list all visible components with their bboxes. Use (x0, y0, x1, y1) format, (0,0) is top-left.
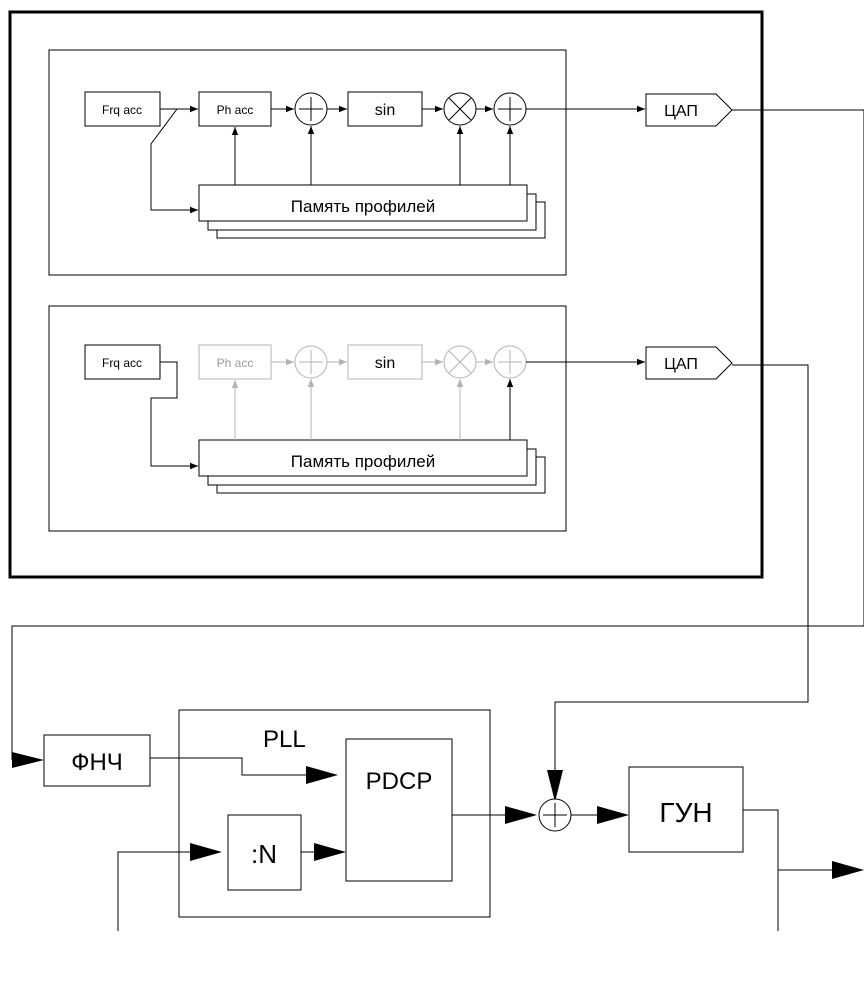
channel-2: Память профилей Frq acc Ph acc sin (48, 305, 733, 532)
channel-2-frame (48, 305, 567, 532)
frq-acc-block (84, 344, 161, 380)
pdcp-label: PDCP (366, 768, 433, 795)
adder-1 (294, 92, 328, 126)
multiplier (443, 92, 477, 126)
channel-1: Память профилей Frq acc Ph acc sin (48, 49, 733, 276)
frq-acc-label: Frq acc (102, 103, 142, 117)
summer (538, 798, 572, 832)
sin-label: sin (375, 102, 395, 119)
dac-block (645, 93, 733, 127)
pdcp-block (345, 738, 453, 882)
pll-title: PLL (263, 726, 306, 753)
profile-memory-label: Память профилей (291, 197, 435, 216)
profile-memory-block (198, 439, 528, 477)
frq-acc-label: Frq acc (102, 356, 142, 370)
dds-chip-frame (8, 10, 764, 579)
dac-label: ЦАП (664, 103, 698, 120)
sin-label: sin (375, 355, 395, 372)
pll-frame (178, 709, 491, 918)
lpf-label: ФНЧ (71, 749, 123, 776)
multiplier-inactive (443, 345, 477, 379)
adder-1-inactive (294, 345, 328, 379)
sin-block (347, 91, 423, 127)
ph-acc-label: Ph acc (217, 356, 254, 370)
dac1-to-lpf-wire (11, 109, 864, 760)
sin-block-inactive (347, 344, 423, 380)
adder-2-inactive (493, 345, 527, 379)
channel-1-frame (48, 49, 567, 276)
divider-block (227, 814, 302, 891)
lpf-block (43, 734, 151, 787)
dac-label: ЦАП (664, 356, 698, 373)
divider-label: :N (251, 839, 277, 869)
lpf-input-arrowhead (12, 752, 44, 768)
vco-label: ГУН (659, 797, 712, 828)
adder-2 (493, 92, 527, 126)
ph-acc-block-inactive (198, 344, 272, 380)
profile-memory-label: Память профилей (291, 452, 435, 471)
ph-acc-label: Ph acc (217, 103, 254, 117)
frq-acc-block (84, 91, 161, 127)
profile-memory-block (198, 184, 528, 222)
vco-block (628, 766, 744, 853)
dac-block (645, 346, 733, 380)
dac2-to-summer-wire (554, 364, 809, 772)
summer-top-arrowhead (547, 770, 563, 802)
ph-acc-block (198, 91, 272, 127)
output-arrowhead (832, 861, 864, 879)
